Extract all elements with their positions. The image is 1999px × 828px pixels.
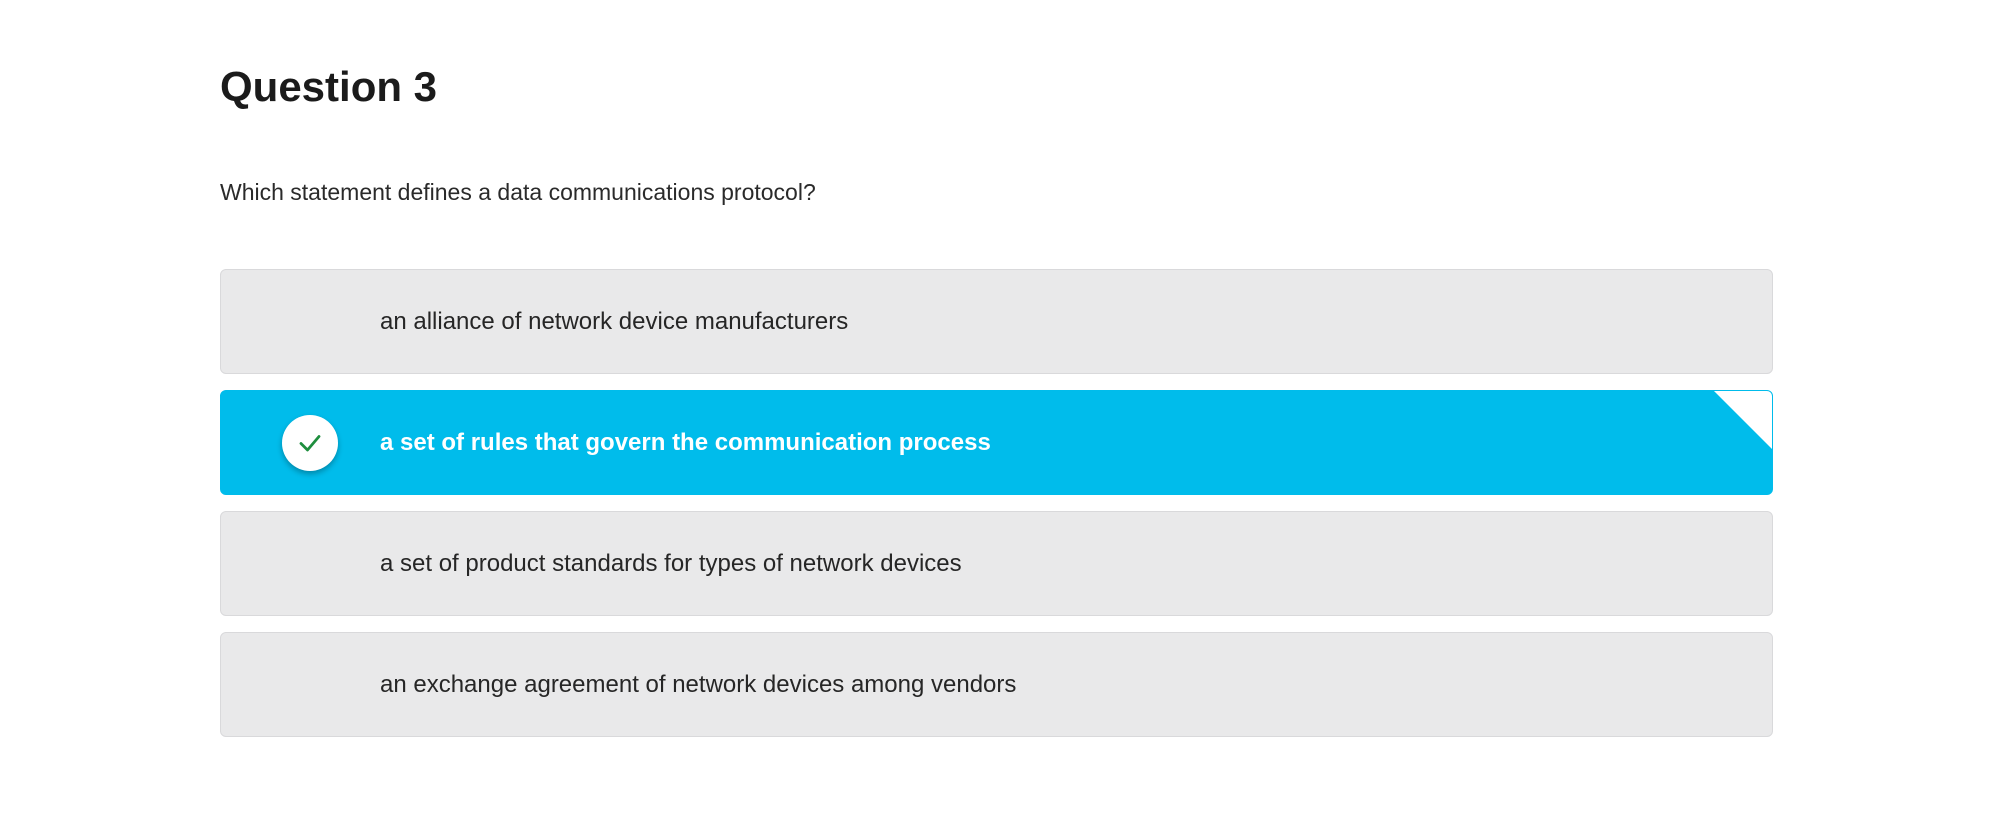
answer-option-label: a set of rules that govern the communica… bbox=[380, 428, 991, 456]
answer-option-2[interactable]: a set of rules that govern the communica… bbox=[220, 390, 1773, 495]
answer-options: an alliance of network device manufactur… bbox=[220, 269, 1773, 753]
answer-option-label: a set of product standards for types of … bbox=[380, 549, 962, 577]
answer-option-4[interactable]: an exchange agreement of network devices… bbox=[220, 632, 1773, 737]
answer-option-1[interactable]: an alliance of network device manufactur… bbox=[220, 269, 1773, 374]
question-title: Question 3 bbox=[220, 63, 438, 110]
selected-check-badge bbox=[282, 414, 338, 471]
answer-option-label: an exchange agreement of network devices… bbox=[380, 670, 1017, 698]
checkmark-icon bbox=[299, 434, 321, 451]
answer-option-3[interactable]: a set of product standards for types of … bbox=[220, 511, 1773, 616]
answer-option-label: an alliance of network device manufactur… bbox=[380, 307, 849, 335]
corner-fold-marker bbox=[1714, 391, 1772, 449]
question-prompt: Which statement defines a data communica… bbox=[220, 179, 816, 205]
